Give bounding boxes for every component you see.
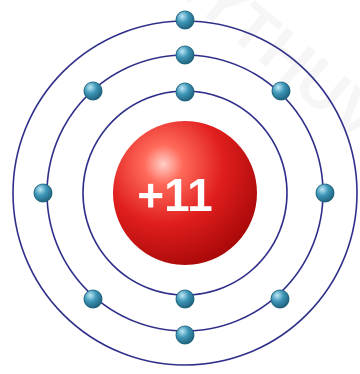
electron xyxy=(176,46,194,64)
electrons-shell-3 xyxy=(176,11,194,29)
electron xyxy=(34,184,52,202)
nucleus: +11 xyxy=(113,121,257,265)
nucleus-charge-label: +11 xyxy=(137,169,213,221)
electron xyxy=(176,326,194,344)
electron xyxy=(176,83,194,101)
electron xyxy=(176,11,194,29)
electron xyxy=(84,290,102,308)
electron xyxy=(272,82,290,100)
electron xyxy=(84,82,102,100)
electron xyxy=(271,290,289,308)
electron xyxy=(176,290,194,308)
electron xyxy=(316,184,334,202)
